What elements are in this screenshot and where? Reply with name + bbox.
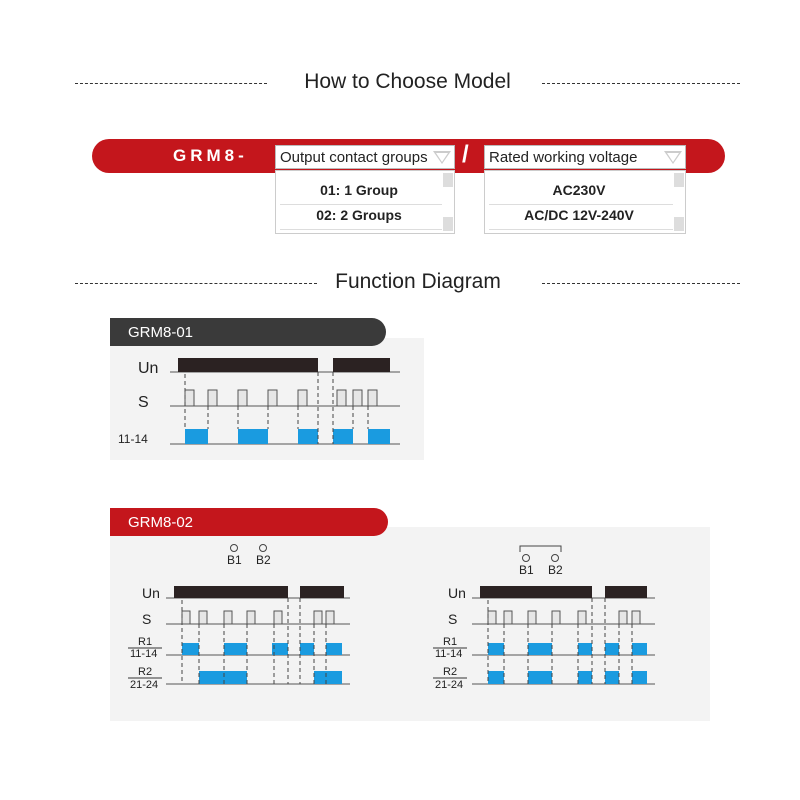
r1-pulses bbox=[182, 643, 342, 655]
chevron-down-icon bbox=[433, 151, 451, 164]
button-label: B2 bbox=[256, 553, 271, 567]
divider-right bbox=[542, 83, 740, 84]
divider-left bbox=[75, 83, 267, 84]
row-label: 11-14 bbox=[435, 648, 462, 660]
row-label: R2 bbox=[443, 666, 457, 678]
voltage-select-label: Rated working voltage bbox=[489, 148, 638, 166]
output-groups-select[interactable]: Output contact groups bbox=[275, 145, 455, 169]
row-label: R2 bbox=[138, 666, 152, 678]
voltage-option[interactable]: AC230V bbox=[552, 182, 606, 198]
row-label: Un bbox=[138, 360, 158, 377]
timing-guides bbox=[487, 598, 633, 684]
model-separator: / bbox=[462, 141, 469, 168]
row-label: S bbox=[448, 611, 457, 627]
option-divider bbox=[280, 229, 442, 230]
power-pulse bbox=[300, 586, 344, 598]
output-pulses bbox=[185, 429, 390, 444]
power-pulse bbox=[333, 358, 390, 372]
button-b2-icon bbox=[259, 544, 267, 552]
model-prefix: GRM8- bbox=[173, 146, 248, 165]
button-b1-icon bbox=[230, 544, 238, 552]
voltage-option[interactable]: AC/DC 12V-240V bbox=[524, 207, 634, 223]
switch-pulses bbox=[184, 389, 378, 407]
row-label: 21-24 bbox=[435, 679, 463, 691]
row-label: Un bbox=[448, 585, 466, 601]
switch-pulses bbox=[487, 610, 641, 625]
row-label: S bbox=[138, 394, 149, 411]
timing-guides bbox=[181, 598, 327, 684]
switch-pulses bbox=[181, 610, 335, 625]
output-groups-select-label: Output contact groups bbox=[280, 148, 428, 166]
diagram2-right-chart: B1 B2 Un S R1 11-14 R2 21-24 bbox=[433, 545, 655, 691]
button-link-bracket bbox=[519, 545, 562, 552]
row-label: R1 bbox=[138, 636, 152, 648]
output-option[interactable]: 02: 2 Groups bbox=[316, 207, 402, 223]
dropdown-scrollbar[interactable] bbox=[674, 173, 684, 187]
power-pulse bbox=[174, 586, 288, 598]
divider-left bbox=[75, 283, 317, 284]
button-b2-icon bbox=[551, 554, 559, 562]
row-label: 11-14 bbox=[118, 432, 148, 446]
r2-pulses bbox=[488, 671, 647, 684]
option-divider bbox=[489, 204, 673, 205]
chevron-down-icon bbox=[664, 151, 682, 164]
diagram2-left-chart: B1 B2 Un S R1 11-14 R2 21-24 bbox=[128, 544, 350, 691]
output-option[interactable]: 01: 1 Group bbox=[320, 182, 398, 198]
divider-right bbox=[542, 283, 740, 284]
row-label: 21-24 bbox=[130, 679, 158, 691]
button-label: B1 bbox=[227, 553, 242, 567]
voltage-select[interactable]: Rated working voltage bbox=[484, 145, 686, 169]
dropdown-scrollbar[interactable] bbox=[674, 217, 684, 231]
section-title: Function Diagram bbox=[335, 270, 501, 293]
button-b1-icon bbox=[522, 554, 530, 562]
row-label: S bbox=[142, 611, 151, 627]
timing-guides bbox=[184, 372, 369, 444]
power-pulse bbox=[480, 586, 592, 598]
row-label: 11-14 bbox=[130, 648, 157, 660]
diagram2-tab: GRM8-02 bbox=[110, 508, 388, 536]
r1-pulses bbox=[488, 643, 647, 655]
button-label: B1 bbox=[519, 563, 534, 577]
voltage-dropdown: AC230V AC/DC 12V-240V bbox=[484, 170, 686, 234]
button-label: B2 bbox=[548, 563, 563, 577]
power-pulse bbox=[178, 358, 318, 372]
output-groups-dropdown: 01: 1 Group 02: 2 Groups bbox=[275, 170, 455, 234]
power-pulse bbox=[605, 586, 647, 598]
dropdown-scrollbar[interactable] bbox=[443, 217, 453, 231]
option-divider bbox=[280, 204, 442, 205]
diagram1-tab: GRM8-01 bbox=[110, 318, 386, 346]
page-title: How to Choose Model bbox=[304, 70, 511, 93]
r2-pulses bbox=[199, 671, 342, 684]
dropdown-scrollbar[interactable] bbox=[443, 173, 453, 187]
option-divider bbox=[489, 229, 673, 230]
diagram1-chart: Un S 11-14 bbox=[118, 358, 400, 446]
row-label: R1 bbox=[443, 636, 457, 648]
row-label: Un bbox=[142, 585, 160, 601]
